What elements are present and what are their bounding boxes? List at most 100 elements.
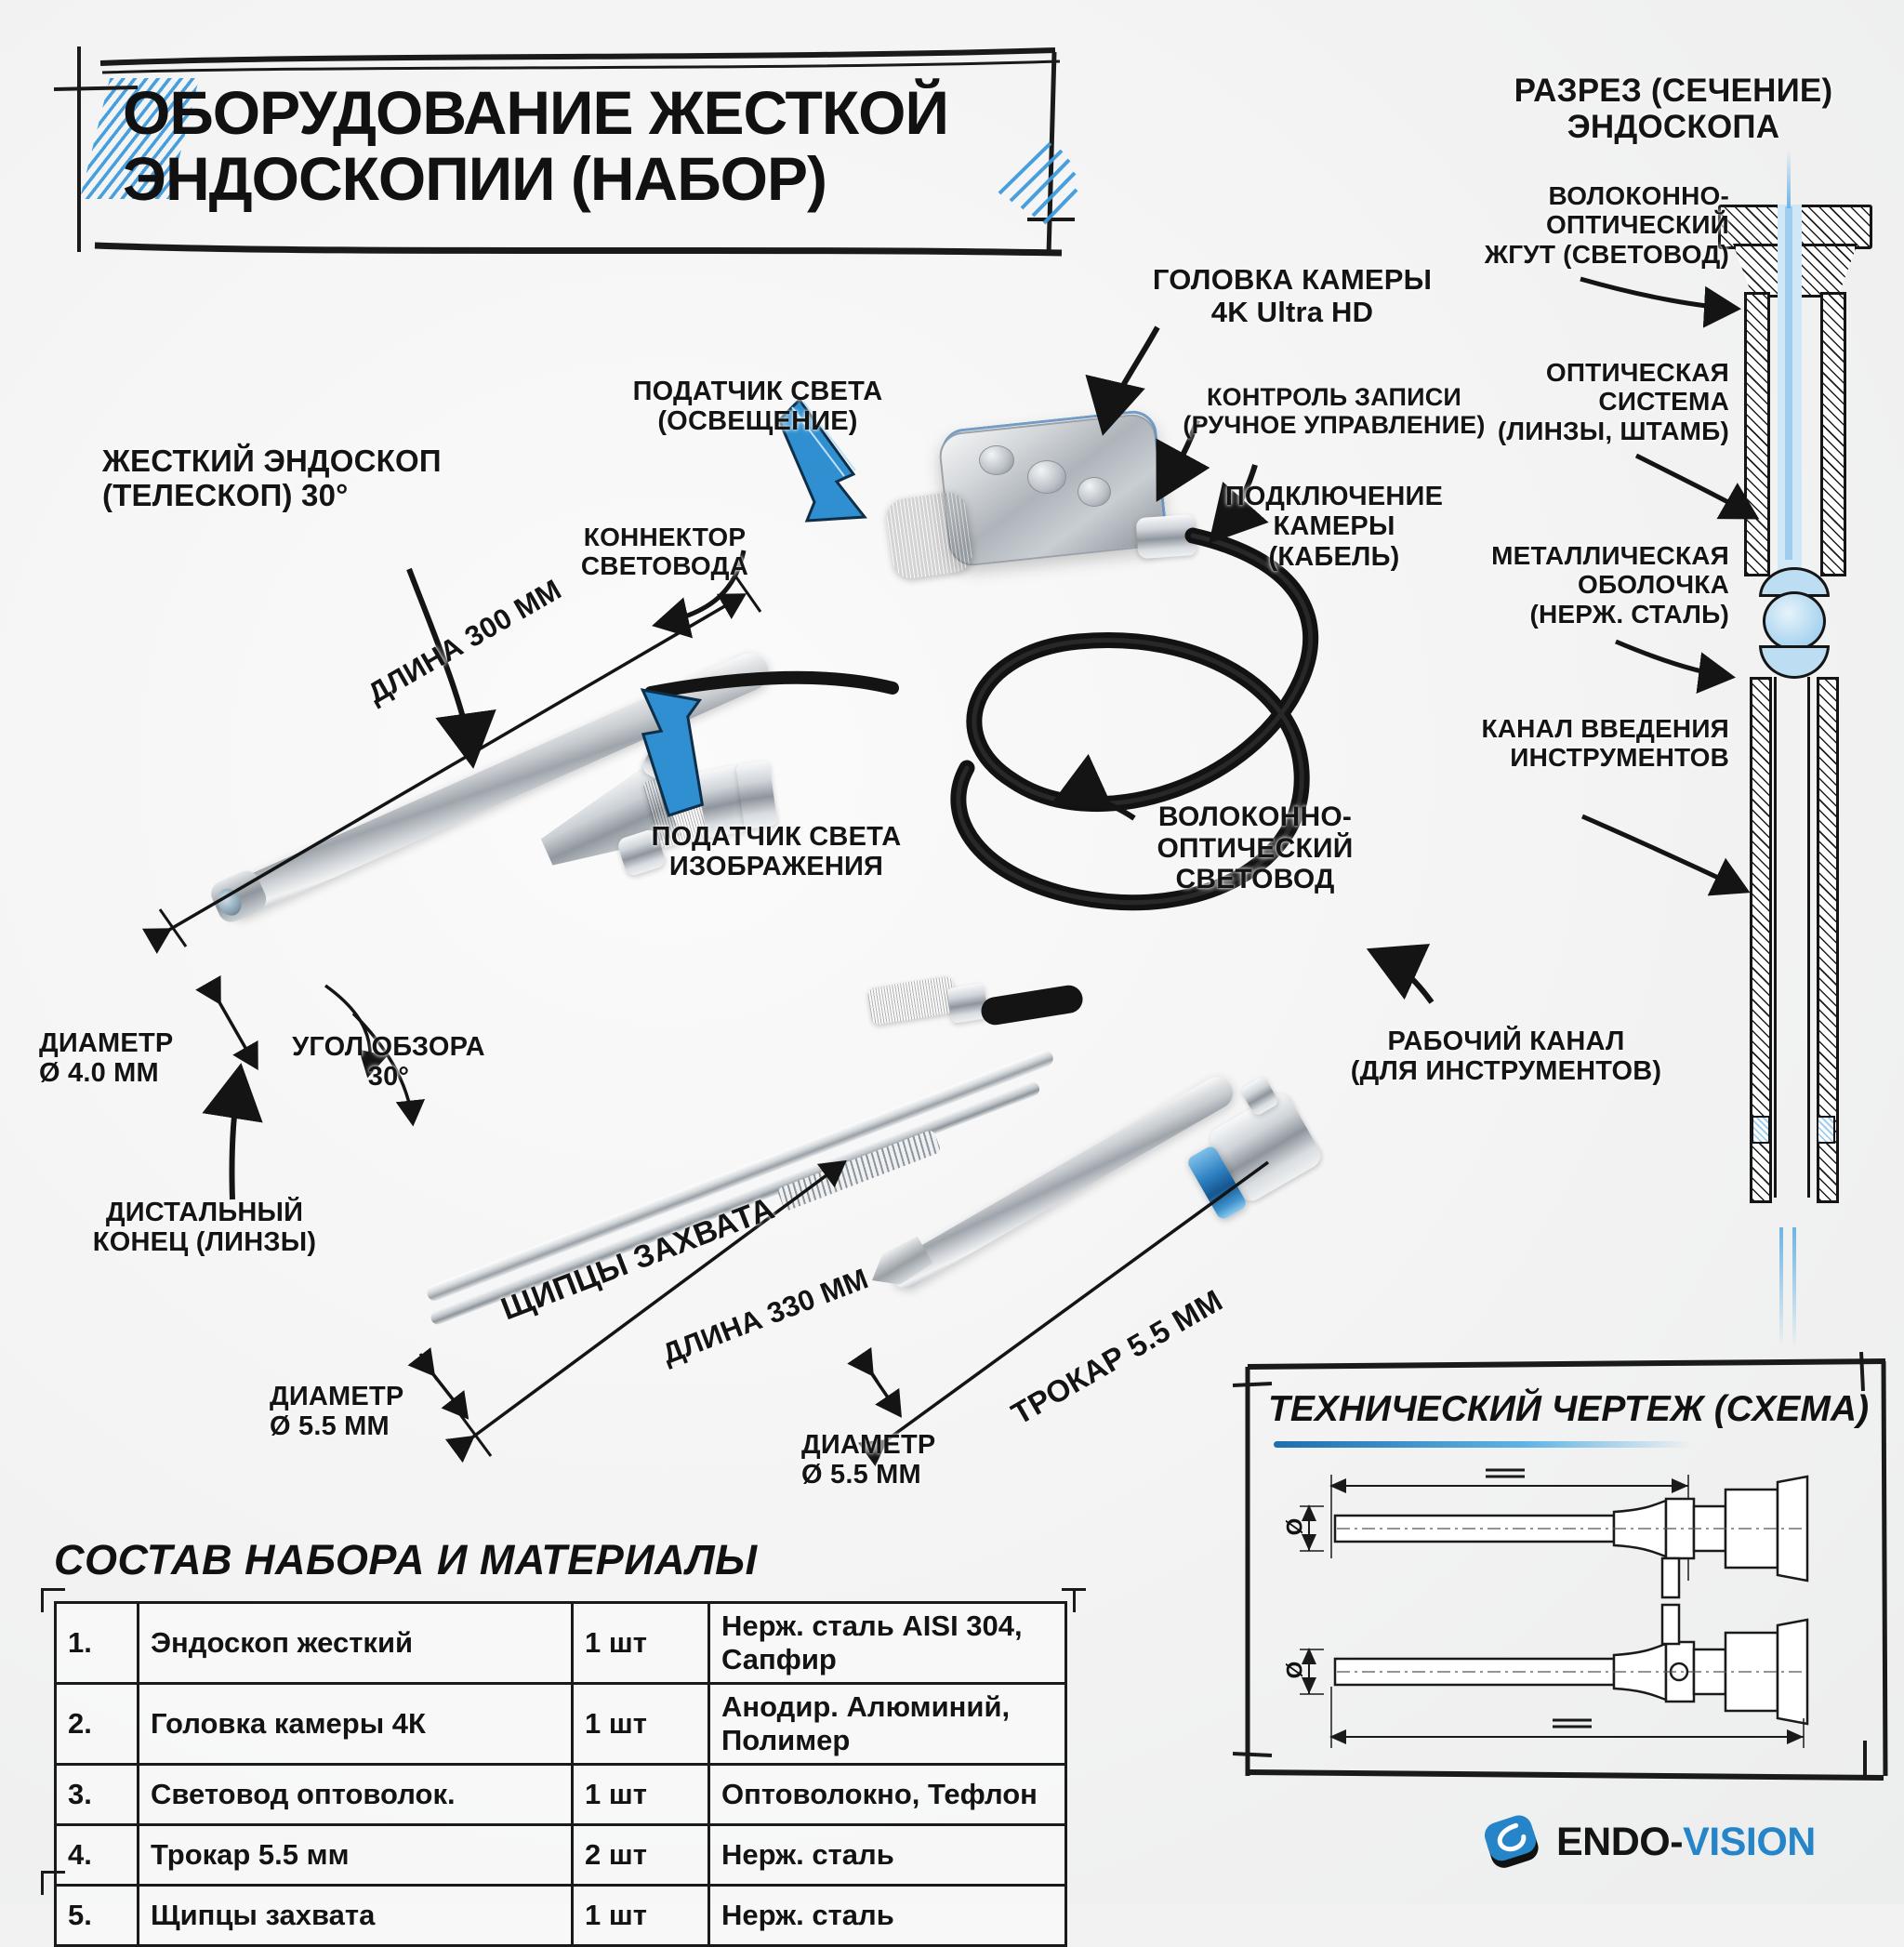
label-fiber-light-guide-l1: ВОЛОКОННО-: [1157, 801, 1353, 832]
label-distal-end: ДИСТАЛЬНЫЙ КОНЕЦ (ЛИНЗЫ): [56, 1198, 353, 1258]
label-camera-head: ГОЛОВКА КАМЕРЫ 4K Ultra HD: [1111, 263, 1474, 328]
xs-light-beam-top: [1787, 149, 1791, 208]
label-working-channel-l2: (ДЛЯ ИНСТРУМЕНТОВ): [1350, 1056, 1662, 1087]
spec-cell-material: Нерж. сталь: [707, 1884, 1067, 1947]
label-light-post-l2: (ОСВЕЩЕНИЕ): [657, 406, 858, 437]
label-camera-head-l1: ГОЛОВКА КАМЕРЫ: [1152, 263, 1433, 296]
label-metal-sheath-l3: (НЕРЖ. СТАЛЬ): [1529, 599, 1729, 629]
label-image-light-post: ПОДАТЧИК СВЕТА ИЗОБРАЖЕНИЯ: [623, 822, 930, 882]
label-camera-connection: ПОДКЛЮЧЕНИЕ КАМЕРЫ (КАБЕЛЬ): [1181, 482, 1488, 572]
label-distal-end-l1: ДИСТАЛЬНЫЙ: [105, 1198, 304, 1227]
cross-section-diagram: [1692, 149, 1887, 1413]
title-frame-sketch: [53, 46, 1078, 257]
label-optical-system-l1: ОПТИЧЕСКАЯ: [1545, 358, 1729, 387]
xs-light-beam-2: [1792, 1227, 1796, 1348]
xs-inner-tube-right: [1807, 677, 1810, 1198]
spec-cell-num: 3.: [54, 1763, 139, 1826]
label-optical-system-l3: (ЛИНЗЫ, ШТАМБ): [1497, 416, 1729, 445]
xs-fiber-core: [1785, 206, 1792, 560]
spec-cell-qty: 1 шт: [571, 1884, 710, 1947]
tech-drawing-title: ТЕХНИЧЕСКИЙ ЧЕРТЕЖ (СХЕМА): [1268, 1389, 1870, 1429]
logo-text-blue: VISION: [1683, 1819, 1816, 1864]
spec-cell-material: Нерж. сталь: [707, 1823, 1067, 1887]
label-fiber-light-guide-l2: ОПТИЧЕСКИЙ: [1157, 832, 1354, 864]
label-fiber-light-guide: ВОЛОКОННО- ОПТИЧЕСКИЙ СВЕТОВОД: [1116, 801, 1395, 895]
label-light-post: ПОДАТЧИК СВЕТА (ОСВЕЩЕНИЕ): [604, 377, 911, 437]
camera-button-1[interactable]: [979, 445, 1014, 475]
label-camera-connection-l1: ПОДКЛЮЧЕНИЕ: [1224, 482, 1444, 511]
label-metal-sheath-l2: ОБОЛОЧКА: [1578, 570, 1729, 600]
spec-cell-qty: 1 шт: [571, 1763, 710, 1826]
label-record-control: КОНТРОЛЬ ЗАПИСИ (РУЧНОЕ УПРАВЛЕНИЕ): [1144, 383, 1525, 439]
spec-cell-name: Щипцы захвата: [137, 1884, 574, 1947]
label-instrument-channel-l2: ИНСТРУМЕНТОВ: [1510, 743, 1729, 773]
label-instrument-channel: КАНАЛ ВВЕДЕНИЯ ИНСТРУМЕНТОВ: [1413, 714, 1729, 773]
spec-cell-material: Анодир. Алюминий, Полимер: [707, 1682, 1067, 1766]
dim-endoscope-diameter: ДИАМЕТР Ø 4.0 мм: [39, 1028, 253, 1089]
spec-table-title: СОСТАВ НАБОРА И МАТЕРИАЛЫ: [54, 1536, 758, 1583]
dim-view-angle-l2: 30°: [367, 1062, 410, 1093]
spec-cell-num: 2.: [54, 1682, 139, 1766]
tech-diameter-symbol-top: Ø: [1282, 1517, 1308, 1536]
label-record-control-l2: (РУЧНОЕ УПРАВЛЕНИЕ): [1183, 411, 1486, 440]
tech-diameter-symbol-bottom: Ø: [1282, 1661, 1308, 1679]
label-distal-end-l2: КОНЕЦ (ЛИНЗЫ): [92, 1227, 317, 1258]
xs-fiber-end-left: [1752, 1116, 1770, 1144]
xs-barrel-wall-left: [1744, 292, 1770, 576]
spec-cell-name: Эндоскоп жесткий: [137, 1601, 574, 1685]
xs-light-beam-1: [1779, 1227, 1783, 1348]
label-working-channel: РАБОЧИЙ КАНАЛ (ДЛЯ ИНСТРУМЕНТОВ): [1320, 1026, 1692, 1087]
page-title: ОБОРУДОВАНИЕ ЖЕСТКОЙ ЭНДОСКОПИИ (НАБОР): [123, 78, 1015, 214]
xs-shaft-wall-left: [1750, 677, 1772, 1203]
dim-view-angle-l1: УГОЛ ОБЗОРА: [292, 1032, 485, 1062]
xs-fiber-end-right: [1817, 1116, 1835, 1144]
label-optical-system-l2: СИСТЕМА: [1598, 387, 1729, 417]
dim-endoscope-diameter-l2: Ø 4.0 мм: [39, 1058, 159, 1089]
label-camera-connection-l3: (КАБЕЛЬ): [1268, 541, 1400, 572]
dim-endoscope-diameter-l1: ДИАМЕТР: [39, 1028, 174, 1058]
camera-button-3[interactable]: [1078, 477, 1111, 507]
fiber-cable-connector: [860, 967, 1085, 1032]
logo-text-dark: ENDO-: [1556, 1819, 1684, 1864]
label-fiber-bundle-l2: ОПТИЧЕСКИЙ: [1545, 210, 1729, 240]
label-fiber-bundle: ВОЛОКОННО- ОПТИЧЕСКИЙ ЖГУТ (СВЕТОВОД): [1450, 181, 1729, 269]
label-image-light-post-l2: ИЗОБРАЖЕНИЯ: [668, 852, 884, 882]
xs-shaft-wall-right: [1817, 677, 1839, 1203]
label-light-connector-l2: СВЕТОВОДА: [580, 551, 749, 581]
label-fiber-bundle-l1: ВОЛОКОННО-: [1548, 181, 1729, 210]
cross-section-title-line1: РАЗРЕЗ (СЕЧЕНИЕ): [1514, 73, 1833, 109]
dim-forceps-diameter-l2: Ø 5.5 мм: [270, 1411, 390, 1442]
technical-drawing-box: ТЕХНИЧЕСКИЙ ЧЕРТЕЖ (СХЕМА): [1233, 1352, 1888, 1781]
label-rigid-endoscope: ЖЕСТКИЙ ЭНДОСКОП (ТЕЛЕСКОП) 30°: [102, 444, 539, 513]
tech-box-frame-sketch: [1233, 1352, 1888, 1781]
label-optical-system: ОПТИЧЕСКАЯ СИСТЕМА (ЛИНЗЫ, ШТАМБ): [1432, 358, 1729, 445]
logo-wordmark: ENDO-VISION: [1556, 1820, 1816, 1865]
xs-inner-tube-left: [1774, 677, 1777, 1198]
label-rigid-endoscope-l2: (ТЕЛЕСКОП) 30°: [102, 477, 349, 512]
page-title-line1: ОБОРУДОВАНИЕ ЖЕСТКОЙ: [123, 78, 949, 147]
label-light-post-l1: ПОДАТЧИК СВЕТА: [632, 377, 883, 406]
dim-forceps-diameter-l1: ДИАМЕТР: [270, 1382, 404, 1411]
spec-cell-qty: 1 шт: [571, 1601, 710, 1685]
spec-cell-name: Световод оптоволок.: [137, 1763, 574, 1826]
dim-view-angle: УГОЛ ОБЗОРА 30°: [268, 1032, 509, 1093]
spec-cell-qty: 2 шт: [571, 1823, 710, 1887]
connector-cable-boot: [979, 983, 1085, 1027]
label-fiber-light-guide-l3: СВЕТОВОД: [1175, 864, 1335, 895]
dim-trocar-diameter: ДИАМЕТР Ø 5.5 мм: [801, 1430, 1015, 1490]
cross-section-title-line2: ЭНДОСКОПА: [1567, 109, 1780, 146]
page-title-line2: ЭНДОСКОПИИ (НАБОР): [123, 144, 827, 214]
label-rigid-endoscope-l1: ЖЕСТКИЙ ЭНДОСКОП: [102, 444, 442, 478]
camera-head-photo: [884, 408, 1198, 656]
camera-button-2[interactable]: [1027, 460, 1066, 494]
spec-cell-name: Трокар 5.5 мм: [137, 1823, 574, 1887]
connector-knurled-ring: [866, 975, 958, 1026]
brand-logo[interactable]: ENDO-VISION: [1484, 1808, 1816, 1876]
endo-vision-swirl-mark-icon: [1484, 1812, 1543, 1872]
dim-forceps-diameter: ДИАМЕТР Ø 5.5 мм: [270, 1382, 483, 1442]
label-instrument-channel-l1: КАНАЛ ВВЕДЕНИЯ: [1481, 714, 1729, 743]
